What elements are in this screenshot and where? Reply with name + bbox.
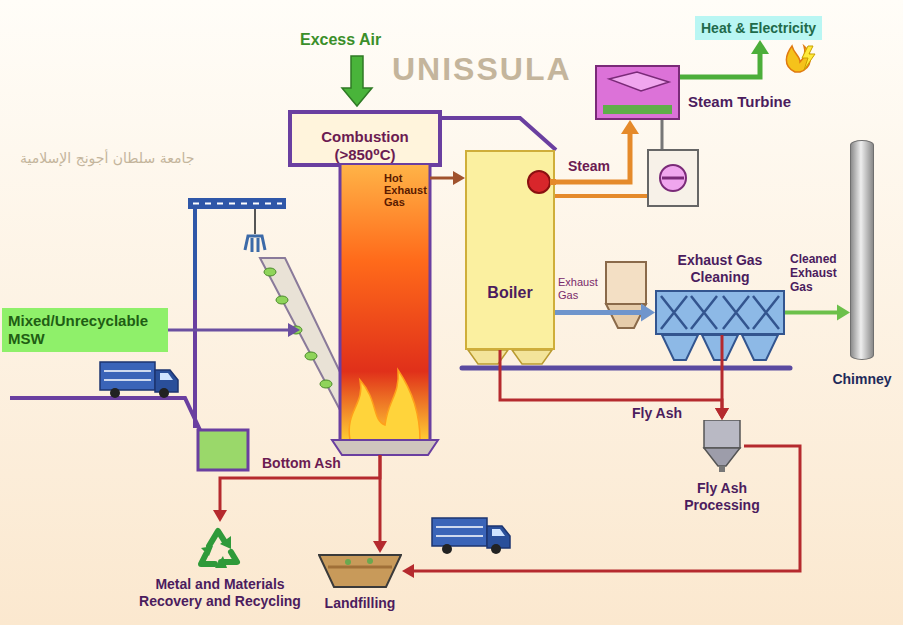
arrow-head [837,305,850,321]
boiler-hoppers [462,350,790,368]
node-graphic [318,553,402,589]
flow-line [430,177,455,180]
flow-arrow [500,350,729,420]
node-graphic [467,152,557,212]
excess-air-arrow [342,56,372,106]
flow-label: Hot Exhaust Gas [384,172,430,208]
arrow-head [373,541,387,553]
part-label: Steam Turbine [688,93,791,111]
flow-arrow [213,455,380,522]
node-text: Heat & Electricity [701,19,816,37]
fly-ash-silo: Fly Ash Processing [700,420,744,472]
flow-arrow [555,120,639,182]
node-graphic [657,292,783,333]
arrow-head [641,304,655,322]
arrow-head [621,120,639,134]
chimney-stack: Chimney [850,140,874,360]
flow-arrow [785,305,850,321]
node-graphic [195,522,245,570]
arrow-head [402,564,414,578]
flow-line [680,52,760,77]
part-label: Exhaust Gas Cleaning [660,252,780,286]
cleaning-hoppers [662,335,778,360]
watermark: UNISSULA [392,50,572,88]
part-label: Fly Ash Processing [667,480,777,514]
flow-line [379,455,382,543]
flow-label: Cleaned Exhaust Gas [790,252,848,294]
flow-arrow [680,40,769,77]
flow-arrow [373,455,387,553]
flow-line [785,311,839,315]
node-graphic [597,67,678,118]
arrow-head [751,40,769,54]
garbage-truck [100,362,178,398]
part-label: Chimney [827,371,897,388]
flow-line [555,132,630,182]
part-label: Landfilling [310,595,410,612]
baghouse-filter [606,262,646,328]
gas-cleaning-unit: Exhaust Gas Cleaning [655,290,785,335]
flow-line [500,350,722,410]
heat-electricity-icon [786,46,815,72]
flow-line [220,455,380,512]
arrow-head [453,171,465,185]
arrow-head [213,510,227,522]
node-text: Combustion (>850⁰C) [304,128,426,164]
flow-arrow [402,446,800,578]
flow-line [168,329,290,332]
landfill-pit: Landfilling [318,553,402,589]
flow-arrow [555,304,655,322]
flow-label: Exhaust Gas [558,276,604,302]
watermark: جامعة سلطان أجونج الإسلامية [20,150,194,167]
arrow-head [288,323,300,337]
furnace [290,112,556,455]
node-graphic [700,420,744,472]
part-label: Metal and Materials Recovery and Recycli… [128,576,313,610]
flow-label: Steam [568,158,610,175]
output-box: Heat & Electricity [695,16,822,40]
flow-arrow [168,323,300,337]
garbage-truck [432,518,510,554]
flow-line [721,335,724,410]
boiler-box: Boiler [465,150,555,350]
combustion-chamber: Combustion (>850⁰C) [300,118,430,455]
air-input-label: Excess Air [300,30,381,49]
node-text: Boiler [487,284,532,302]
arrow-head [715,408,729,420]
flow-arrow [715,335,729,420]
steam-turbine: Steam Turbine [595,65,680,120]
flow-label: Bottom Ash [262,455,341,472]
generator [555,120,698,206]
flow-arrow [430,171,465,185]
flow-line [412,446,800,571]
arrow-head [715,408,729,420]
node-text: Mixed/Unrecyclable MSW [8,312,162,348]
flow-label: Fly Ash [632,405,682,422]
flow-line [555,310,643,315]
recycling-symbol: Metal and Materials Recovery and Recycli… [195,522,245,570]
waste-input-box: Mixed/Unrecyclable MSW [2,308,168,352]
